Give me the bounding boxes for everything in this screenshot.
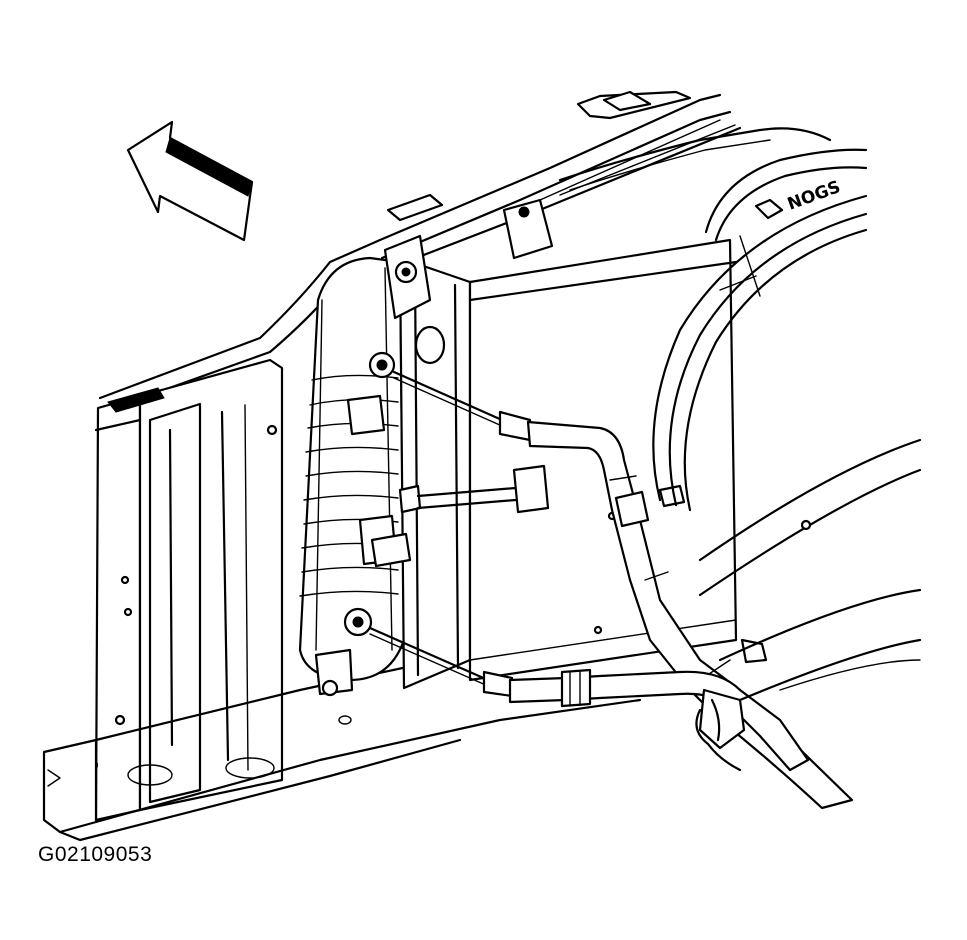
figure-id-code: G02109053	[38, 843, 153, 866]
transmission-oil-cooler	[300, 258, 404, 695]
lower-tie-bar	[44, 660, 640, 840]
upper-rail	[100, 92, 830, 410]
line-clips	[372, 466, 766, 770]
core-support-column	[82, 360, 282, 820]
forward-arrow-icon	[128, 122, 252, 240]
embossed-marking-label: NOGS	[785, 177, 843, 215]
cooler-lines	[370, 372, 852, 808]
radiator	[385, 200, 736, 688]
